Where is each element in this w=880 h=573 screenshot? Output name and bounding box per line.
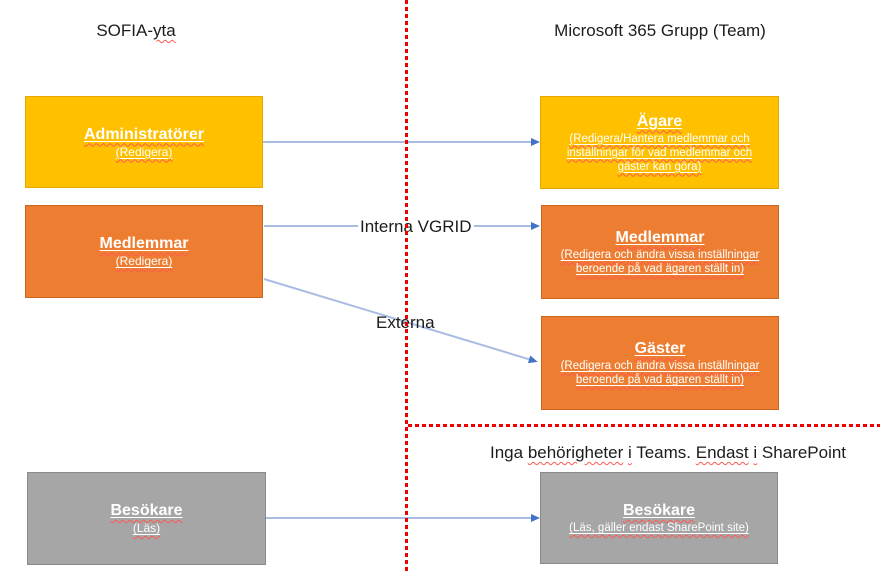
connector-line — [266, 517, 531, 519]
box-m365-gaster: Gäster (Redigera och ändra vissa inställ… — [541, 316, 779, 410]
box-subtitle: (Läs) — [132, 521, 161, 535]
red-dashed-vertical-divider — [405, 0, 408, 573]
arrowhead-icon — [531, 222, 540, 230]
box-sofia-administratorer: Administratörer (Redigera) — [25, 96, 263, 188]
right-column-header: Microsoft 365 Grupp (Team) — [554, 21, 766, 40]
arrowhead-icon — [531, 138, 540, 146]
box-title: Medlemmar — [615, 229, 705, 246]
box-subtitle: (Läs, gäller endast SharePoint site) — [569, 522, 749, 534]
box-title: Besökare — [110, 502, 183, 519]
box-title: Administratörer — [83, 125, 205, 143]
arrowhead-icon — [531, 514, 540, 522]
box-title: Gäster — [634, 340, 686, 357]
box-title: Besökare — [622, 502, 696, 519]
connector-administratorer-to-agare — [263, 137, 540, 147]
arrowhead-icon — [527, 355, 539, 366]
box-subtitle: (Redigera/Hantera medlemmar och inställn… — [566, 132, 753, 173]
box-subtitle: (Redigera och ändra vissa inställningar … — [560, 249, 760, 275]
box-title: Medlemmar — [99, 235, 189, 252]
box-title: Ägare — [636, 112, 683, 130]
note-no-teams-permissions: Inga behörigheter i Teams. Endast i Shar… — [490, 443, 847, 462]
connector-besokare-to-besokare — [266, 513, 540, 523]
box-subtitle: (Redigera och ändra vissa inställningar … — [560, 360, 760, 386]
box-subtitle: (Redigera) — [115, 144, 173, 159]
box-m365-besokare: Besökare (Läs, gäller endast SharePoint … — [540, 472, 778, 564]
left-column-header: SOFIA-yta — [96, 21, 176, 40]
box-sofia-besokare: Besökare (Läs) — [27, 472, 266, 565]
label-interna-vgrid: Interna VGRID — [358, 217, 474, 237]
box-subtitle: (Redigera) — [115, 254, 173, 268]
connector-line — [263, 141, 531, 143]
box-m365-medlemmar: Medlemmar (Redigera och ändra vissa inst… — [541, 205, 779, 299]
box-m365-agare: Ägare (Redigera/Hantera medlemmar och in… — [540, 96, 779, 189]
red-dashed-horizontal-divider — [408, 424, 880, 427]
box-sofia-medlemmar: Medlemmar (Redigera) — [25, 205, 263, 298]
